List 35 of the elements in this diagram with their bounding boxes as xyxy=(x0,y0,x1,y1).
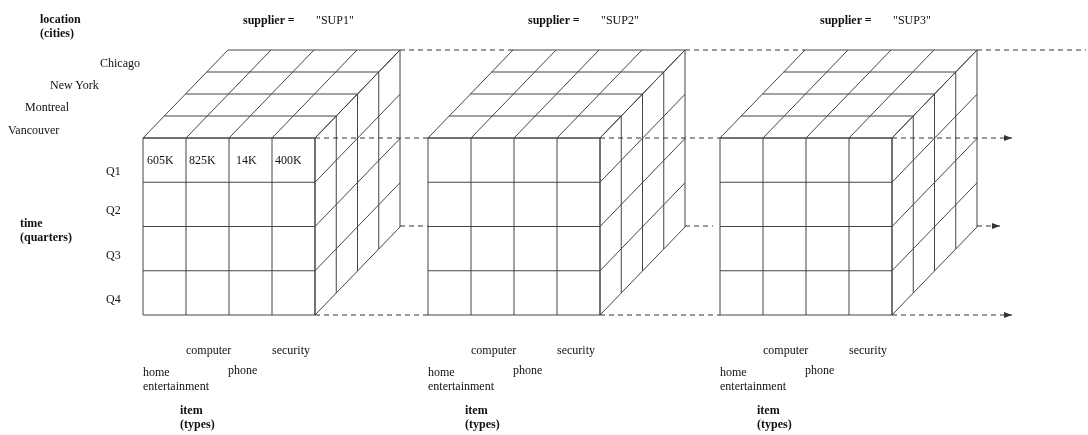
cell-value: 14K xyxy=(236,153,257,167)
cell-value: 605K xyxy=(147,153,174,167)
city-label: Chicago xyxy=(100,56,140,70)
quarter-label: Q2 xyxy=(106,203,121,217)
item-label: computer xyxy=(186,343,232,357)
quarter-label: Q3 xyxy=(106,248,121,262)
item-label: phone xyxy=(513,363,543,377)
supplier-value: "SUP1" xyxy=(316,13,354,27)
city-label: Montreal xyxy=(25,100,69,114)
item-label: security xyxy=(849,343,887,357)
city-label: Vancouver xyxy=(8,123,60,137)
supplier-value: "SUP2" xyxy=(601,13,639,27)
item-label: security xyxy=(272,343,310,357)
item-label: computer xyxy=(763,343,809,357)
quarter-label: Q1 xyxy=(106,164,121,178)
axis-title: item (types) xyxy=(465,403,501,431)
city-label: New York xyxy=(50,78,99,92)
item-label: home entertainment xyxy=(720,365,787,393)
cell-value: 825K xyxy=(189,153,216,167)
supplier-label: supplier = xyxy=(820,13,872,27)
item-label: home entertainment xyxy=(428,365,495,393)
supplier-value: "SUP3" xyxy=(893,13,931,27)
item-label: security xyxy=(557,343,595,357)
supplier-label: supplier = xyxy=(243,13,295,27)
item-label: phone xyxy=(228,363,258,377)
axis-title: location (cities) xyxy=(40,12,82,40)
item-label: computer xyxy=(471,343,517,357)
cell-value: 400K xyxy=(275,153,302,167)
axis-title: item (types) xyxy=(757,403,793,431)
quarter-label: Q4 xyxy=(106,292,121,306)
supplier-label: supplier = xyxy=(528,13,580,27)
item-label: home entertainment xyxy=(143,365,210,393)
item-label: phone xyxy=(805,363,835,377)
axis-title: time (quarters) xyxy=(20,216,73,244)
axis-title: item (types) xyxy=(180,403,216,431)
